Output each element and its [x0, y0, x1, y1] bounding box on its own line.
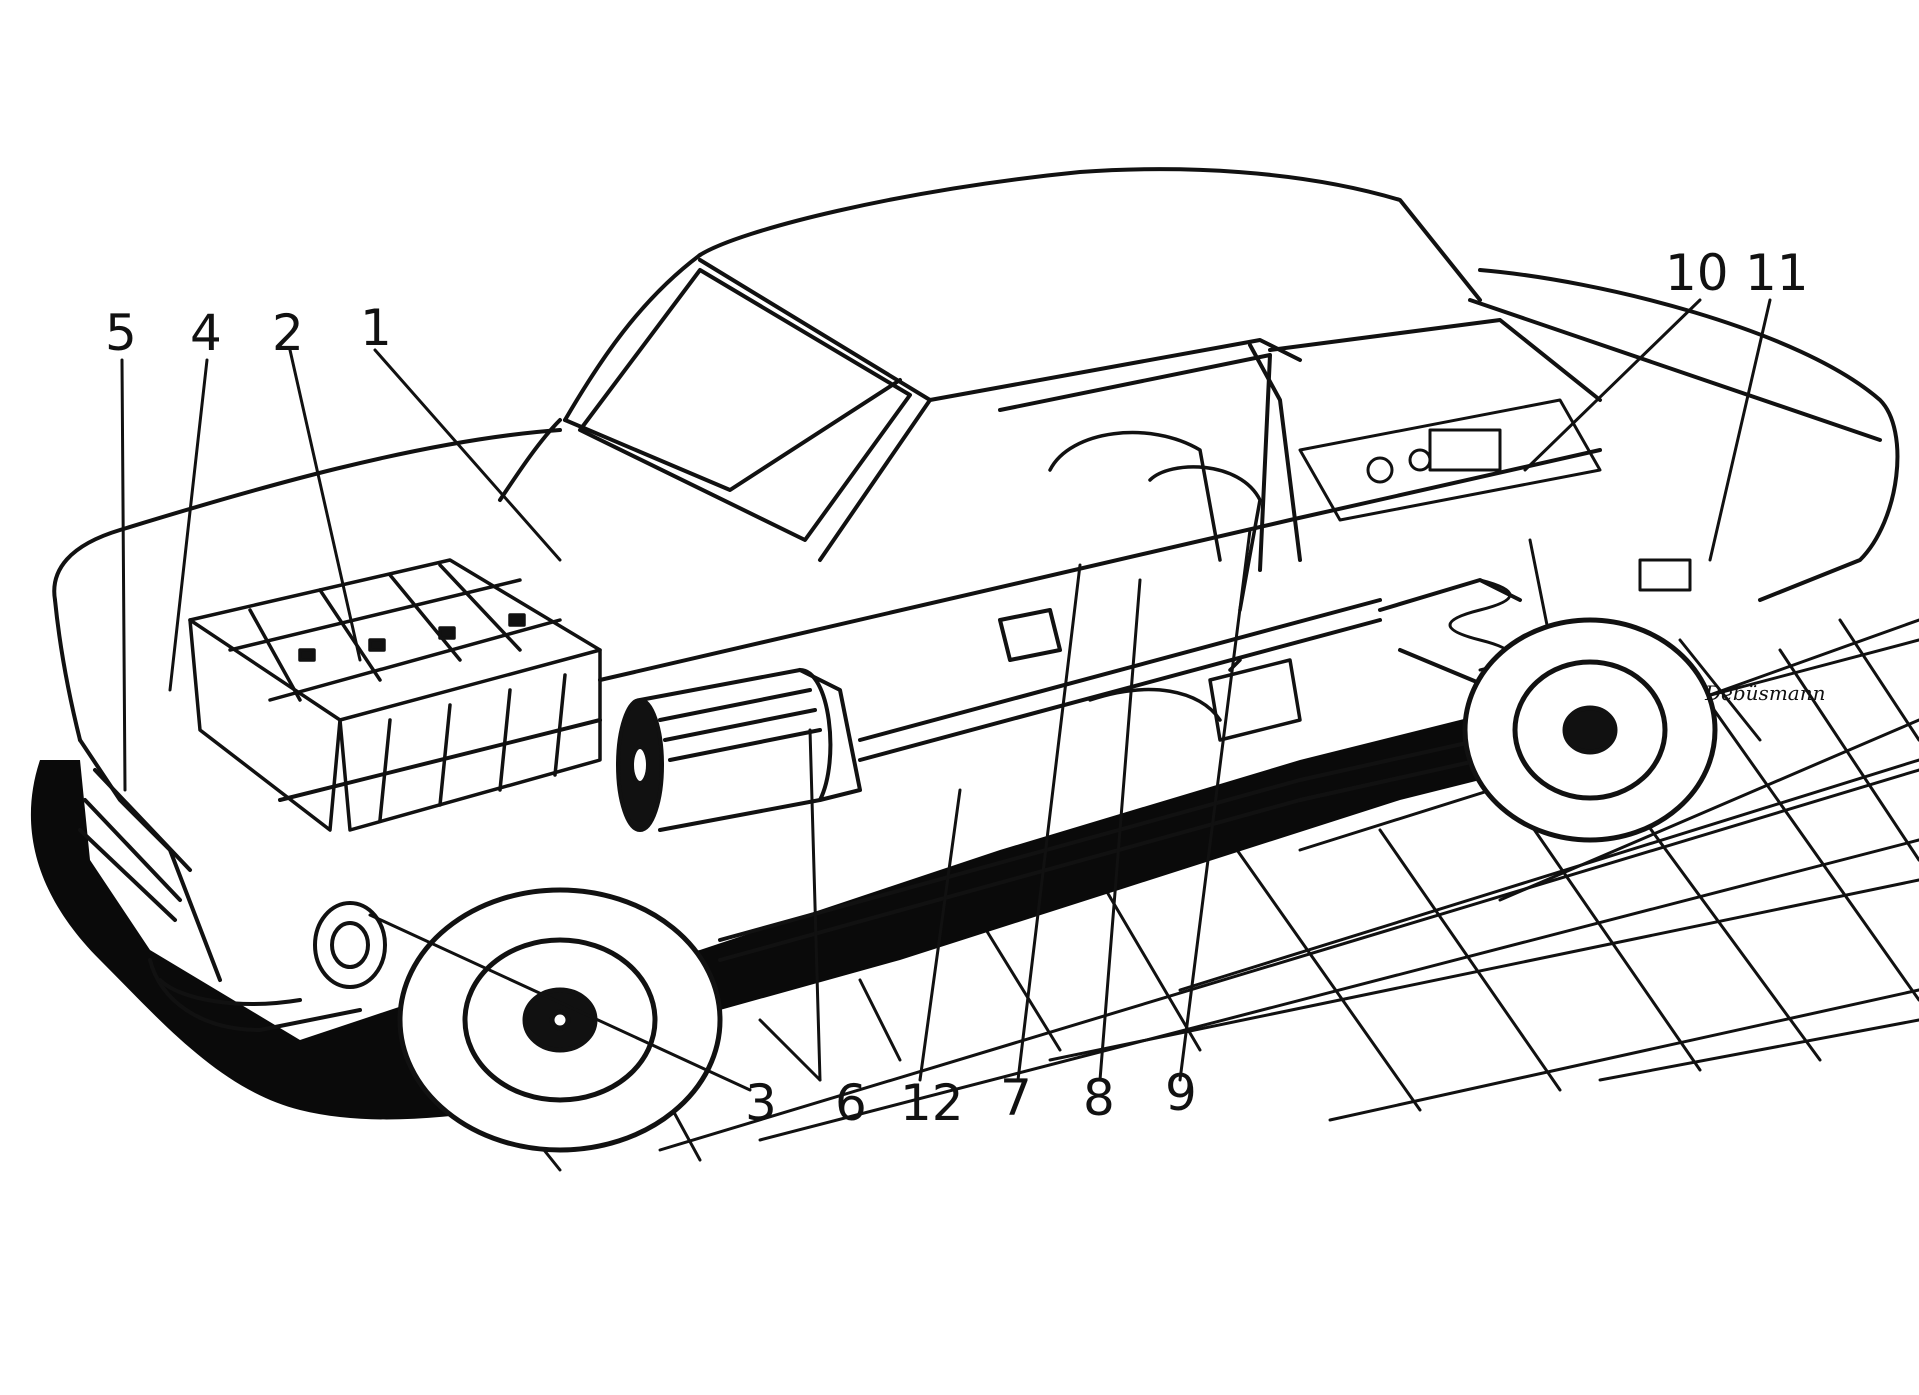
- controller-unit: [1298, 398, 1602, 522]
- callout-10: 10: [1665, 244, 1729, 302]
- seats: [1048, 430, 1262, 722]
- callout-7: 7: [1000, 1069, 1032, 1127]
- electric-motor: [616, 668, 862, 832]
- callout-12: 12: [900, 1074, 964, 1132]
- floor-grid: [518, 618, 1919, 1172]
- callout-1: 1: [360, 299, 392, 357]
- callout-6: 6: [835, 1074, 867, 1132]
- callout-9: 9: [1165, 1064, 1197, 1122]
- battery-pack: [188, 558, 602, 832]
- leader-lines: [120, 298, 1772, 1092]
- callout-5: 5: [105, 304, 137, 362]
- car-shadow: [30, 680, 1641, 1120]
- callout-8: 8: [1083, 1069, 1115, 1127]
- rear-wheel: [1462, 617, 1718, 843]
- callout-11: 11: [1745, 244, 1809, 302]
- car-body: [52, 167, 1900, 1032]
- callout-3: 3: [745, 1074, 777, 1132]
- rear-unit-11: [1638, 558, 1692, 592]
- callout-4: 4: [190, 304, 222, 362]
- front-wheel: [397, 887, 723, 1153]
- callout-labels: 5 4 2 1 10 11 3 6 12 7 8 9 Debüsmann: [105, 244, 1825, 1132]
- callout-2: 2: [272, 304, 304, 362]
- artist-signature: Debüsmann: [1704, 681, 1825, 705]
